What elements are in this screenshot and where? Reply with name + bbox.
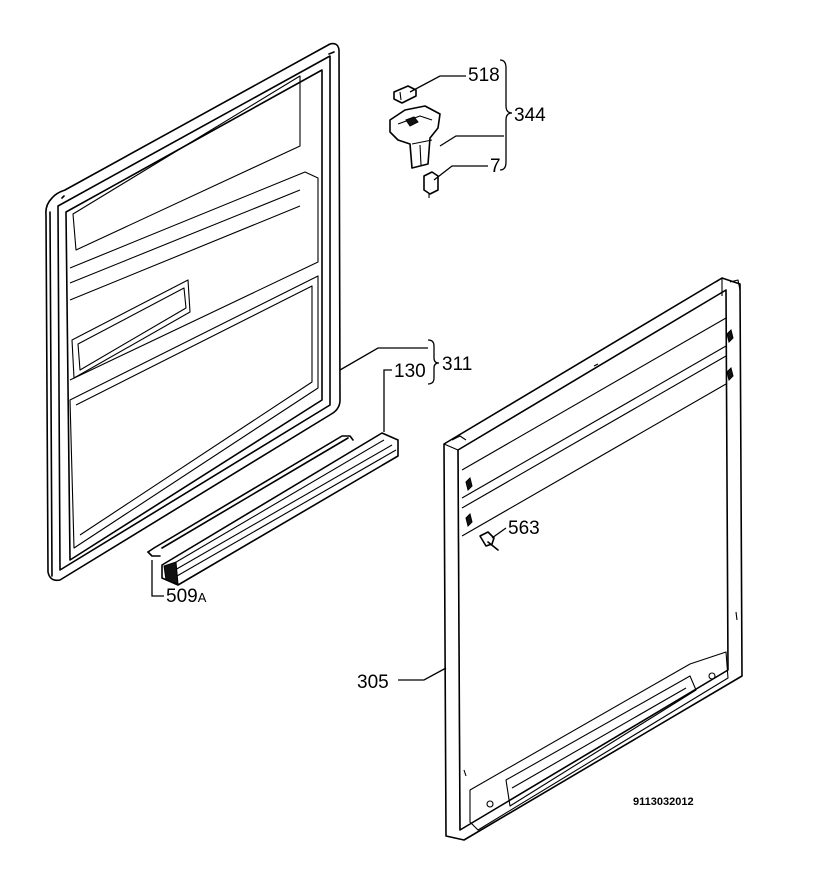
label-509a: 509A [166,586,207,607]
label-518: 518 [468,65,500,86]
wire-509a [147,435,354,557]
hinge-assembly [389,85,441,198]
label-130: 130 [394,361,426,382]
label-7: 7 [490,156,501,177]
label-509a-number: 509 [166,586,198,607]
outer-door-panel [443,277,743,841]
reference-code: 9113032012 [633,796,694,808]
label-344: 344 [514,105,546,126]
door-seal-rail [161,432,399,586]
label-311: 311 [442,354,472,375]
leader-lines [151,59,513,681]
inner-door-panel [45,42,341,582]
label-509a-suffix: A [198,590,207,605]
label-563: 563 [508,518,540,539]
label-305: 305 [357,672,389,693]
screw-563 [479,531,499,551]
